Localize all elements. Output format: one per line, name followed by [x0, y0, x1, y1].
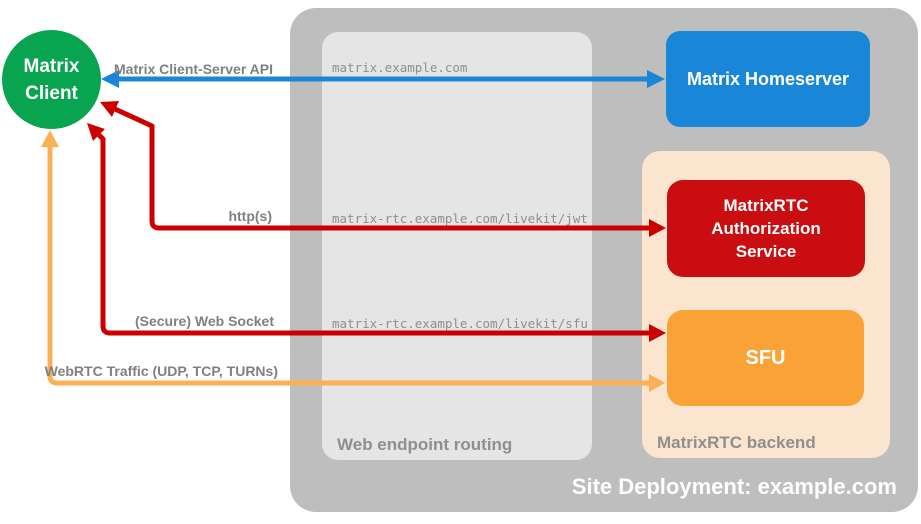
webrtc-label: WebRTC Traffic (UDP, TCP, TURNs): [44, 363, 278, 379]
endpoint-jwt-url: matrix-rtc.example.com/livekit/jwt: [332, 211, 588, 226]
matrix-client-label-line1: Matrix: [23, 55, 80, 77]
matrix-homeserver-node: Matrix Homeserver: [666, 31, 870, 127]
https-arrowhead-client: [100, 101, 119, 117]
matrix-client-node: Matrix Client: [2, 30, 101, 129]
sfu-node: SFU: [667, 310, 864, 406]
sfu-label: SFU: [745, 346, 786, 369]
auth-service-label-line3: Service: [735, 242, 797, 261]
webrtc-arrowhead-client: [41, 130, 59, 147]
auth-service-label-line1: MatrixRTC: [723, 196, 809, 215]
web-endpoint-routing-group: [322, 32, 592, 460]
websocket-label: (Secure) Web Socket: [134, 313, 274, 329]
matrix-homeserver-label: Matrix Homeserver: [686, 68, 850, 89]
endpoint-homeserver-url: matrix.example.com: [332, 60, 468, 75]
client-server-api-label: Matrix Client-Server API: [114, 61, 273, 77]
matrixrtc-backend-label: MatrixRTC backend: [657, 433, 816, 452]
web-endpoint-routing-label: Web endpoint routing: [337, 435, 513, 454]
matrixrtc-authorization-service-node: MatrixRTC Authorization Service: [667, 180, 865, 277]
site-deployment-label: Site Deployment: example.com: [571, 474, 897, 499]
websocket-arrowhead-client: [87, 123, 105, 141]
matrix-client-label-line2: Client: [25, 82, 78, 104]
endpoint-sfu-url: matrix-rtc.example.com/livekit/sfu: [332, 316, 588, 331]
auth-service-label-line2: Authorization: [711, 219, 821, 238]
https-label: http(s): [228, 208, 272, 224]
